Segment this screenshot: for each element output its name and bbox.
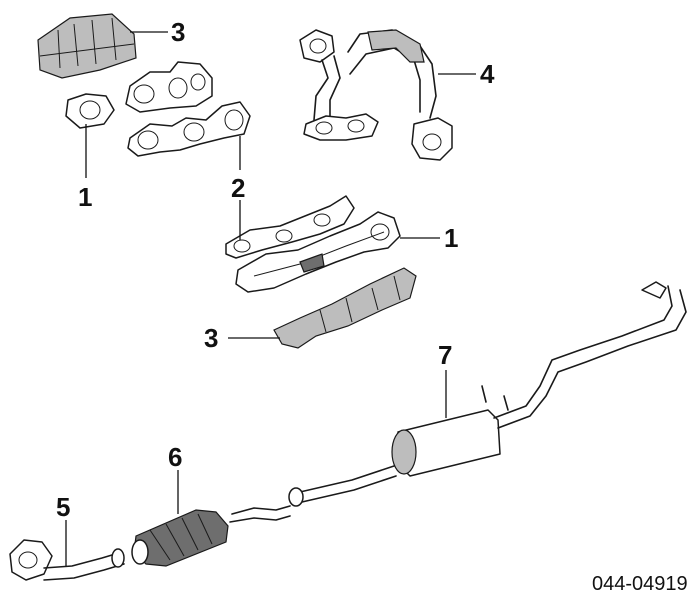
front-exhaust-pipe [299, 29, 453, 161]
exhaust-manifold-lower [235, 211, 401, 293]
leader-lines [65, 31, 476, 566]
catalytic-converter [131, 505, 291, 567]
callout-4: 4 [480, 59, 495, 89]
callout-3-top: 3 [171, 17, 185, 47]
callout-5: 5 [56, 492, 70, 522]
callout-6: 6 [168, 442, 182, 472]
callout-1-top: 1 [78, 182, 92, 212]
reference-code: 044-04919 [592, 573, 688, 595]
callout-7: 7 [438, 340, 452, 370]
callout-1-right: 1 [444, 223, 458, 253]
tail-pipe-muffler [288, 281, 687, 507]
exhaust-manifold-upper [65, 61, 213, 129]
heat-insulator-lower [273, 267, 417, 349]
manifold-gasket-lower [225, 195, 355, 259]
callout-3-mid: 3 [204, 323, 218, 353]
heat-insulator-upper [37, 13, 137, 79]
callout-2: 2 [231, 173, 245, 203]
manifold-gasket-upper [127, 101, 251, 157]
front-pipe [9, 539, 125, 581]
